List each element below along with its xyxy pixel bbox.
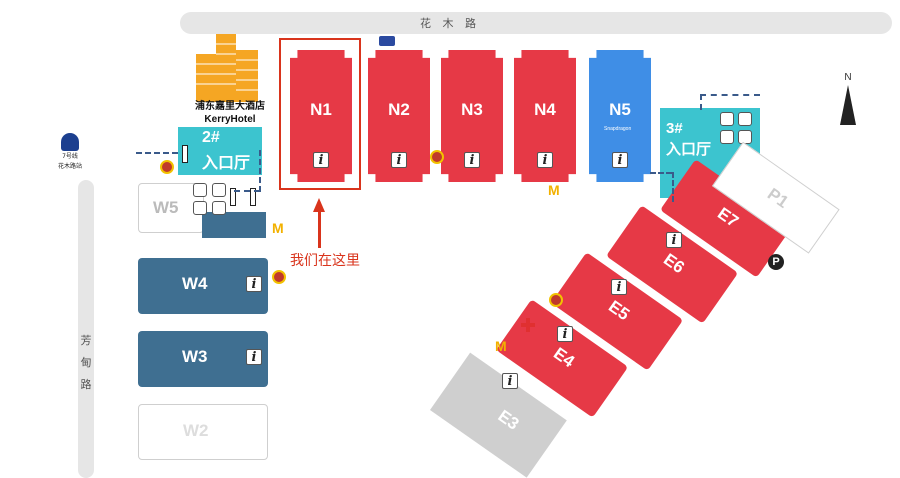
bus-stop-icon (379, 36, 395, 46)
hall-n4[interactable]: N4 i (514, 50, 576, 182)
service-icon (193, 183, 207, 197)
entrance-2-name: 入口厅 (202, 153, 251, 172)
hall-w5-annex (202, 212, 266, 238)
hall-w4-label: W4 (182, 274, 208, 293)
info-icon: i (246, 276, 262, 292)
service-icon (738, 112, 752, 126)
you-are-here-arrow-icon (313, 198, 325, 212)
police-icon (272, 270, 286, 284)
police-icon (549, 293, 563, 307)
police-icon (160, 160, 174, 174)
mcdonalds-icon: M (495, 338, 507, 354)
info-icon: i (391, 152, 407, 168)
hotel-building-icon (196, 34, 258, 102)
route-line (700, 94, 760, 96)
service-icon (720, 112, 734, 126)
info-icon: i (666, 232, 682, 248)
hall-e7-label: E7 (714, 203, 742, 232)
metro-line-label: 7号线 (62, 153, 78, 160)
north-arrow-icon (840, 85, 856, 125)
service-icon (193, 201, 207, 215)
info-icon: i (313, 152, 329, 168)
hall-n4-label: N4 (534, 100, 556, 119)
hall-n3-label: N3 (461, 100, 483, 119)
info-icon: i (612, 152, 628, 168)
parking-icon: P (768, 254, 784, 270)
hall-n5-label: N5 (609, 100, 631, 119)
route-line (672, 172, 674, 202)
hall-e4-label: E4 (550, 343, 578, 372)
metro-station-label: 花木路站 (57, 163, 82, 170)
info-icon: i (537, 152, 553, 168)
entrance-3-name: 入口厅 (666, 140, 712, 158)
hall-n2-label: N2 (388, 100, 410, 119)
hall-n3[interactable]: N3 i (441, 50, 503, 182)
road-huamu (180, 12, 892, 34)
sponsor-label: Snapdragon (604, 126, 632, 132)
info-icon: i (557, 326, 573, 342)
route-line (234, 190, 260, 192)
route-line (259, 150, 261, 192)
hall-w2[interactable]: W2 (138, 404, 268, 460)
first-aid-icon (521, 318, 535, 332)
mcdonalds-icon: M (272, 220, 284, 236)
route-line (700, 94, 702, 110)
metro-icon (61, 133, 79, 151)
hotel-name-cn: 浦东嘉里大酒店 (195, 101, 265, 112)
hall-e6-label: E6 (660, 249, 688, 278)
north-indicator: N (838, 72, 858, 125)
info-icon: i (611, 279, 627, 295)
service-icon (720, 130, 734, 144)
road-fangdian-label: 芳 甸 路 (80, 334, 92, 391)
road-huamu-label: 花 木 路 (420, 17, 480, 30)
route-line (136, 152, 178, 154)
entrance-2[interactable]: 2# 入口厅 (178, 127, 262, 175)
service-icon (212, 201, 226, 215)
hall-n5[interactable]: N5 i (589, 50, 651, 182)
hotel-label: 浦东嘉里大酒店 KerryHotel (188, 100, 272, 126)
turnstile-icon (230, 188, 236, 206)
hall-w4[interactable]: W4 i (138, 258, 268, 314)
hall-n2[interactable]: N2 i (368, 50, 430, 182)
hall-n1[interactable]: N1 i (290, 50, 352, 182)
you-are-here-frame (279, 38, 361, 190)
service-icon (212, 183, 226, 197)
route-line (650, 172, 672, 174)
hall-w3-label: W3 (182, 347, 208, 366)
hall-w2-label: W2 (183, 421, 209, 440)
info-icon: i (502, 373, 518, 389)
north-label: N (844, 72, 852, 83)
turnstile-icon (250, 188, 256, 206)
hall-w5-label: W5 (153, 198, 179, 217)
hall-p1-label: P1 (764, 184, 792, 212)
road-fangdian (78, 180, 94, 478)
hotel-name-en: KerryHotel (204, 114, 256, 125)
info-icon: i (464, 152, 480, 168)
hall-e5-label: E5 (605, 296, 633, 325)
metro-station: 7号线 花木路站 (56, 133, 84, 171)
hall-w3[interactable]: W3 i (138, 331, 268, 387)
you-are-here-arrow-stem (318, 210, 321, 248)
hall-e3-label: E3 (494, 406, 523, 434)
turnstile-icon (182, 145, 188, 163)
entrance-3-number: 3# (666, 120, 683, 137)
you-are-here-label: 我们在这里 (290, 253, 360, 269)
hall-n1-label: N1 (310, 100, 332, 119)
info-icon: i (246, 349, 262, 365)
mcdonalds-icon: M (548, 182, 560, 198)
entrance-2-number: 2# (202, 129, 220, 146)
police-icon (430, 150, 444, 164)
